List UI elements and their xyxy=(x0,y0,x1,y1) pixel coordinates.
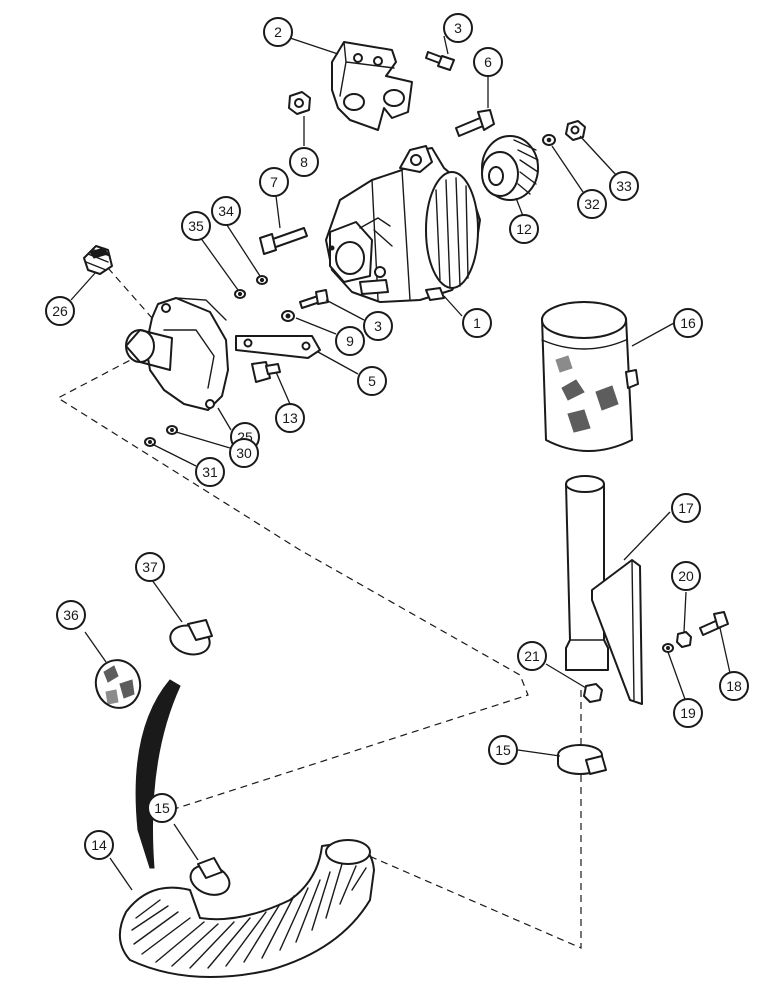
callout-21-label: 21 xyxy=(524,648,540,664)
callout-20-label: 20 xyxy=(678,568,694,584)
callout-20: 20 xyxy=(671,561,701,591)
leader-lines xyxy=(70,35,733,891)
part-1-alternator xyxy=(325,145,481,303)
part-30-washer xyxy=(166,425,178,435)
callout-19-label: 19 xyxy=(680,705,696,721)
part-17-intake-tube xyxy=(565,475,643,705)
part-32-washer xyxy=(542,134,556,146)
callout-8-label: 8 xyxy=(300,154,308,170)
callout-30: 30 xyxy=(229,438,259,468)
callout-16-label: 16 xyxy=(680,315,696,331)
callout-1: 1 xyxy=(462,308,492,338)
part-14-flexible-hose xyxy=(119,839,375,979)
part-36-screen-cap xyxy=(94,659,142,709)
callout-15-right-label: 15 xyxy=(495,742,511,758)
part-33-nut xyxy=(565,120,586,141)
part-8-nut xyxy=(288,91,311,115)
callout-33-label: 33 xyxy=(616,178,632,194)
callout-15-left: 15 xyxy=(147,793,177,823)
part-15-hose-clamp-left xyxy=(189,857,231,896)
callout-12: 12 xyxy=(509,214,539,244)
part-26-grommet xyxy=(83,245,113,275)
callout-37: 37 xyxy=(135,552,165,582)
callout-5: 5 xyxy=(357,366,387,396)
part-7-bolt xyxy=(259,227,308,255)
callout-3-top-label: 3 xyxy=(454,20,462,36)
callout-6: 6 xyxy=(473,47,503,77)
part-15-hose-clamp-right xyxy=(557,744,607,775)
part-13-bolt xyxy=(251,361,281,383)
callout-33: 33 xyxy=(609,171,639,201)
callout-7-label: 7 xyxy=(270,174,278,190)
part-18-bolt xyxy=(699,611,729,636)
callout-1-label: 1 xyxy=(473,315,481,331)
callout-15-right: 15 xyxy=(488,735,518,765)
part-20-nut xyxy=(676,631,692,648)
callout-16: 16 xyxy=(673,308,703,338)
callout-26: 26 xyxy=(45,296,75,326)
callout-31: 31 xyxy=(195,457,225,487)
part-31-washer xyxy=(144,437,156,447)
callout-30-label: 30 xyxy=(236,445,252,461)
callout-8: 8 xyxy=(289,147,319,177)
part-9-washer xyxy=(281,310,295,322)
part-19-washer xyxy=(662,643,674,653)
part-34-nut xyxy=(256,275,268,285)
callout-37-label: 37 xyxy=(142,559,158,575)
part-35-washer xyxy=(234,289,246,299)
callout-3-lower: 3 xyxy=(363,311,393,341)
callout-26-label: 26 xyxy=(52,303,68,319)
callout-3-top: 3 xyxy=(443,13,473,43)
callout-17: 17 xyxy=(671,493,701,523)
callout-13-label: 13 xyxy=(282,410,298,426)
callout-36: 36 xyxy=(56,600,86,630)
part-21-nut xyxy=(583,683,603,703)
part-6-bolt xyxy=(455,109,495,137)
callout-18-label: 18 xyxy=(726,678,742,694)
callout-32: 32 xyxy=(577,189,607,219)
callout-13: 13 xyxy=(275,403,305,433)
callout-2: 2 xyxy=(263,17,293,47)
part-3-bolt-lower xyxy=(299,289,329,309)
callout-2-label: 2 xyxy=(274,24,282,40)
callout-18: 18 xyxy=(719,671,749,701)
part-3-bolt-top xyxy=(425,51,455,71)
part-37-hose-clamp xyxy=(169,619,213,656)
callout-35-label: 35 xyxy=(188,218,204,234)
callout-35: 35 xyxy=(181,211,211,241)
callout-36-label: 36 xyxy=(63,607,79,623)
callout-14-label: 14 xyxy=(91,837,107,853)
part-2-mounting-bracket xyxy=(331,41,413,131)
callout-21: 21 xyxy=(517,641,547,671)
callout-6-label: 6 xyxy=(484,54,492,70)
hose-routing-band xyxy=(135,679,181,869)
callout-5-label: 5 xyxy=(368,373,376,389)
part-16-air-filter xyxy=(541,301,639,452)
callout-9: 9 xyxy=(335,326,365,356)
callout-12-label: 12 xyxy=(516,221,532,237)
part-25-fan-shroud xyxy=(125,297,229,411)
callout-17-label: 17 xyxy=(678,500,694,516)
callout-32-label: 32 xyxy=(584,196,600,212)
routing-dashed-lines xyxy=(56,267,582,949)
callout-31-label: 31 xyxy=(202,464,218,480)
callout-34-label: 34 xyxy=(218,203,234,219)
callout-14: 14 xyxy=(84,830,114,860)
callout-7: 7 xyxy=(259,167,289,197)
part-5-adjusting-strap xyxy=(235,335,321,359)
callout-15-left-label: 15 xyxy=(154,800,170,816)
callout-9-label: 9 xyxy=(346,333,354,349)
callout-34: 34 xyxy=(211,196,241,226)
callout-19: 19 xyxy=(673,698,703,728)
part-12-pulley xyxy=(481,135,539,201)
callout-3-lower-label: 3 xyxy=(374,318,382,334)
